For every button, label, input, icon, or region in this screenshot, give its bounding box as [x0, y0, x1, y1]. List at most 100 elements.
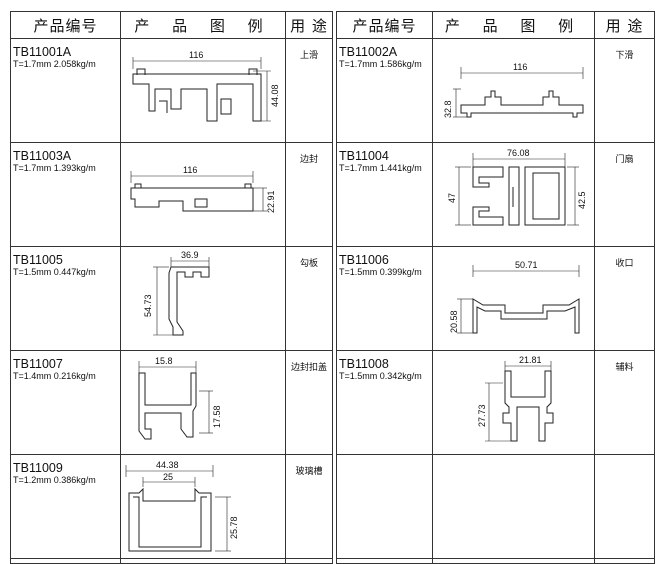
product-spec: T=1.5mm 0.399kg/m	[339, 267, 422, 277]
profile-drawing-tb11007: 15.8 17.58	[138, 356, 222, 440]
product-drawing-cell: 50.71 20.58	[432, 246, 595, 351]
product-spec: T=1.2mm 0.386kg/m	[13, 475, 96, 485]
product-use-cell: 边封扣盖	[285, 350, 333, 455]
product-code: TB11003A	[13, 149, 72, 163]
product-code-cell: TB11003A T=1.7mm 1.393kg/m	[10, 142, 121, 247]
product-row: TB11004 T=1.7mm 1.441kg/m 76.08 47 42.5 …	[336, 142, 655, 247]
table-row	[336, 558, 655, 564]
dimension-label: 15.8	[155, 356, 173, 366]
dimension-label: 22.91	[266, 190, 276, 213]
profile-drawing-tb11008: 21.81 27.73	[477, 355, 554, 442]
dimension-label: 50.71	[515, 260, 538, 270]
product-drawing-cell: 36.9 54.73	[120, 246, 286, 351]
product-row: TB11005 T=1.5mm 0.447kg/m 36.9 54.73 勾板	[10, 246, 333, 351]
product-drawing-cell: 15.8 17.58	[120, 350, 286, 455]
product-drawing-cell: 116 44.08	[120, 38, 286, 143]
dimension-label: 25	[163, 472, 173, 482]
dimension-label: 44.08	[270, 84, 280, 107]
product-drawing-cell: 21.81 27.73	[432, 350, 595, 455]
product-use-cell: 辅料	[594, 350, 655, 455]
dimension-label: 44.38	[156, 460, 179, 470]
product-code: TB11001A	[13, 45, 72, 59]
product-use: 辅料	[615, 363, 634, 373]
header-use: 用 途	[285, 11, 333, 39]
dimension-label: 42.5	[577, 191, 587, 209]
dimension-label: 116	[513, 62, 527, 72]
product-spec: T=1.4mm 0.216kg/m	[13, 371, 96, 381]
profile-drawing-tb11001a: 116 44.08	[132, 50, 280, 122]
product-row: TB11002A T=1.7mm 1.586kg/m 116 32.8 下滑	[336, 38, 655, 143]
product-use-cell: 勾板	[285, 246, 333, 351]
table-row	[10, 558, 333, 564]
header-image: 产 品 图 例	[432, 11, 595, 39]
product-use-cell: 下滑	[594, 38, 655, 143]
product-drawing-cell: 116 32.8	[432, 38, 595, 143]
product-use: 边封	[299, 155, 318, 165]
profile-drawing-tb11002a: 116 32.8	[443, 62, 584, 118]
profile-drawing-tb11004: 76.08 47 42.5	[447, 148, 587, 226]
product-code: TB11004	[339, 149, 389, 163]
product-code-cell: TB11008 T=1.5mm 0.342kg/m	[336, 350, 433, 455]
product-spec: T=1.7mm 1.441kg/m	[339, 163, 422, 173]
product-code-cell: TB11002A T=1.7mm 1.586kg/m	[336, 38, 433, 143]
header-use: 用 途	[594, 11, 655, 39]
product-row: TB11001A T=1.7mm 2.058kg/m 116 44.08 上滑	[10, 38, 333, 143]
product-code: TB11005	[13, 253, 63, 267]
dimension-label: 76.08	[507, 148, 530, 158]
dimension-label: 54.73	[143, 294, 153, 317]
product-code: TB11009	[13, 461, 63, 475]
header-image: 产 品 图 例	[120, 11, 286, 39]
dimension-label: 27.73	[477, 404, 487, 427]
left-spec-table: 产品编号 产 品 图 例 用 途 TB11001A T=1.7mm 2.058k…	[10, 11, 333, 564]
product-spec: T=1.5mm 0.447kg/m	[13, 267, 96, 277]
product-code-cell: TB11004 T=1.7mm 1.441kg/m	[336, 142, 433, 247]
product-row: TB11007 T=1.4mm 0.216kg/m 15.8 17.58 边封扣…	[10, 350, 333, 455]
product-code: TB11007	[13, 357, 63, 371]
product-drawing-cell: 116 22.91	[120, 142, 286, 247]
product-code-cell: TB11006 T=1.5mm 0.399kg/m	[336, 246, 433, 351]
product-row: TB11008 T=1.5mm 0.342kg/m 21.81 27.73 辅料	[336, 350, 655, 455]
product-code: TB11006	[339, 253, 389, 267]
profile-drawing-tb11003a: 116 22.91	[130, 165, 276, 213]
product-row: TB11003A T=1.7mm 1.393kg/m 116 22.91 边封	[10, 142, 333, 247]
product-spec: T=1.5mm 0.342kg/m	[339, 371, 422, 381]
product-use-cell: 边封	[285, 142, 333, 247]
product-spec: T=1.7mm 1.586kg/m	[339, 59, 422, 69]
header-row: 产品编号 产 品 图 例 用 途	[10, 11, 333, 39]
dimension-label: 116	[183, 165, 197, 175]
product-use-cell: 上滑	[285, 38, 333, 143]
dimension-label: 20.58	[449, 310, 459, 333]
product-code: TB11002A	[339, 45, 398, 59]
product-use-cell: 收口	[594, 246, 655, 351]
product-row: TB11009 T=1.2mm 0.386kg/m 44.38 25 25.78…	[10, 454, 333, 559]
product-use-cell: 玻璃槽	[285, 454, 333, 559]
right-spec-table: 产品编号 产 品 图 例 用 途 TB11002A T=1.7mm 1.586k…	[336, 11, 655, 564]
header-code: 产品编号	[336, 11, 433, 39]
dimension-label: 25.78	[229, 516, 239, 539]
product-use: 收口	[615, 259, 634, 269]
header-code: 产品编号	[10, 11, 121, 39]
profile-drawing-tb11009: 44.38 25 25.78	[125, 460, 239, 552]
profile-drawing-tb11006: 50.71 20.58	[449, 260, 580, 334]
dimension-label: 116	[189, 50, 203, 60]
product-spec: T=1.7mm 1.393kg/m	[13, 163, 96, 173]
product-spec: T=1.7mm 2.058kg/m	[13, 59, 96, 69]
product-use: 门扇	[615, 155, 634, 165]
header-row: 产品编号 产 品 图 例 用 途	[336, 11, 655, 39]
product-code: TB11008	[339, 357, 389, 371]
product-code-cell: TB11007 T=1.4mm 0.216kg/m	[10, 350, 121, 455]
product-use: 上滑	[299, 51, 318, 61]
dimension-label: 32.8	[443, 100, 453, 118]
profile-drawing-tb11005: 36.9 54.73	[143, 250, 210, 336]
product-use: 勾板	[299, 259, 318, 269]
product-drawing-cell: 44.38 25 25.78	[120, 454, 286, 559]
dimension-label: 47	[447, 193, 457, 203]
dimension-label: 36.9	[181, 250, 199, 260]
product-drawing-cell: 76.08 47 42.5	[432, 142, 595, 247]
product-code-cell: TB11001A T=1.7mm 2.058kg/m	[10, 38, 121, 143]
product-use: 玻璃槽	[295, 467, 323, 477]
product-row: TB11006 T=1.5mm 0.399kg/m 50.71 20.58 收口	[336, 246, 655, 351]
product-code-cell: TB11009 T=1.2mm 0.386kg/m	[10, 454, 121, 559]
product-code-cell: TB11005 T=1.5mm 0.447kg/m	[10, 246, 121, 351]
product-use-cell: 门扇	[594, 142, 655, 247]
